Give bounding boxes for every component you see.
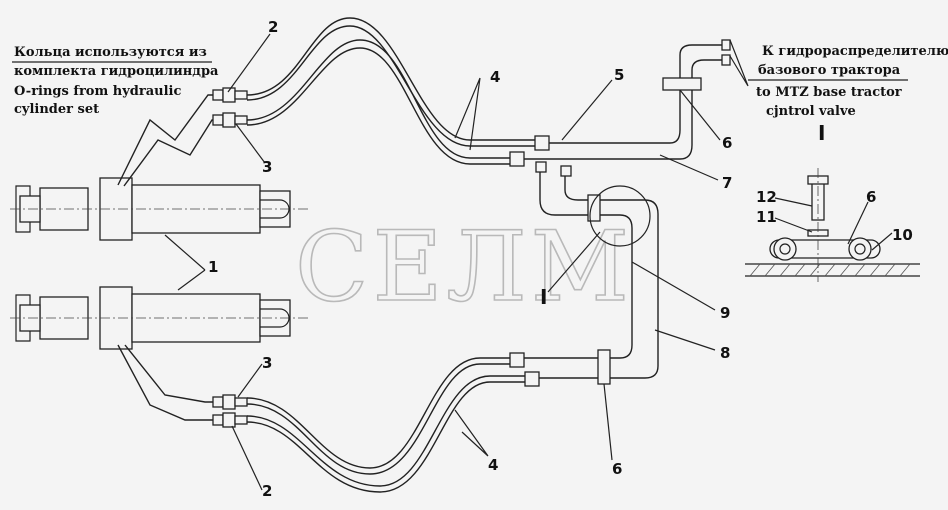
- note-rings-ru-line1: Кольца используются из: [14, 45, 207, 60]
- note-rings-en-line2: cylinder set: [14, 102, 99, 117]
- label-4-bottom: 4: [488, 456, 498, 474]
- label-2-bottom: 2: [262, 482, 272, 500]
- note-rings-ru-line2: комплекта гидроцилиндра: [14, 64, 219, 79]
- label-9: 9: [720, 304, 730, 322]
- label-5: 5: [614, 66, 624, 84]
- detail-callout-circle: [589, 185, 651, 247]
- view-mark-main: I: [540, 285, 547, 309]
- label-1: 1: [208, 258, 218, 276]
- label-8: 8: [720, 344, 730, 362]
- note-rings-en-line1: O-rings from hydraulic: [14, 84, 181, 99]
- note-valve-ru-line1: К гидрораспределителю: [762, 44, 948, 59]
- note-o-rings: Кольца используются из комплекта гидроци…: [14, 45, 219, 117]
- label-6-top: 6: [722, 134, 732, 152]
- label-2-top: 2: [268, 18, 278, 36]
- label-7: 7: [722, 174, 732, 192]
- label-4-top: 4: [490, 68, 500, 86]
- note-valve-en-line1: to MTZ base tractor: [756, 85, 902, 100]
- label-6-detail: 6: [866, 188, 876, 206]
- note-valve-en-line2: cjntrol valve: [766, 104, 856, 119]
- leader-lines: [12, 33, 908, 491]
- view-mark-detail: I: [818, 121, 825, 145]
- label-11: 11: [756, 208, 777, 226]
- note-control-valve: К гидрораспределителю базового трактора …: [756, 44, 948, 119]
- note-valve-ru-line2: базового трактора: [758, 63, 901, 78]
- hydraulic-cylinder-upper: [10, 177, 310, 241]
- clamp-detail-view: [745, 168, 920, 282]
- watermark: СЕЛМ: [295, 211, 633, 323]
- coupling-upper: [212, 87, 248, 128]
- label-3-bottom: 3: [262, 354, 272, 372]
- coupling-lower: [212, 394, 248, 428]
- hydraulic-cylinder-lower: [10, 286, 310, 350]
- steel-pipe-upper: [524, 39, 731, 160]
- steel-pipe-lower: [524, 161, 659, 385]
- long-hose-upper: [246, 17, 550, 167]
- label-6-bottom: 6: [612, 460, 622, 478]
- label-10: 10: [892, 226, 913, 244]
- long-hose-lower: [246, 352, 540, 493]
- label-12: 12: [756, 188, 777, 206]
- label-3-top: 3: [262, 158, 272, 176]
